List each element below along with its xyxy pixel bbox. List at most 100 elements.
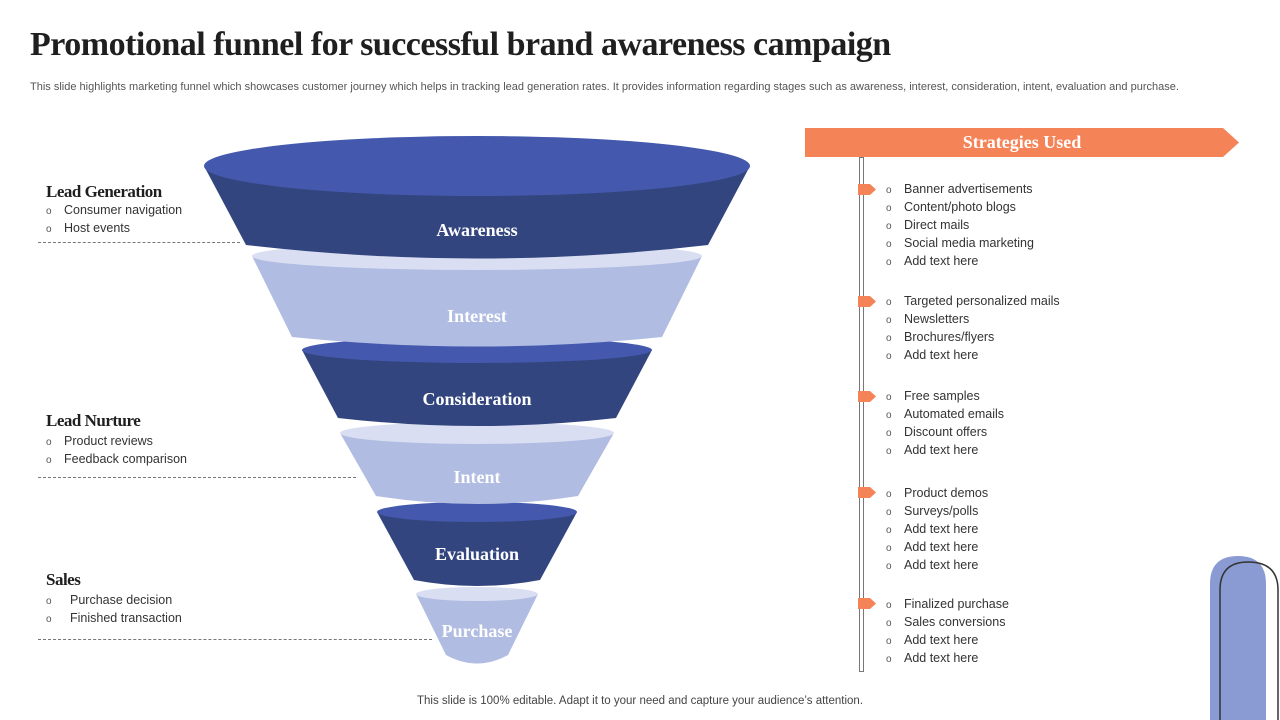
list-item-text: Add text here: [904, 443, 979, 457]
bullet-icon: o: [886, 561, 892, 572]
list-item-text: Free samples: [904, 389, 980, 403]
lead-nurture-heading: Lead Nurture: [46, 411, 141, 430]
arrow-marker-icon: [858, 391, 876, 402]
sales-heading: Sales: [46, 570, 81, 589]
list-item: o Add text here: [886, 442, 1004, 460]
bullet-icon: o: [886, 428, 892, 439]
list-item-text: Add text here: [904, 254, 979, 268]
funnel-stage-intent-top: [340, 422, 614, 444]
decorative-arch-shape: [1210, 556, 1279, 720]
funnel-stage-consideration[interactable]: [302, 350, 652, 426]
list-item-text: Feedback comparison: [64, 452, 187, 466]
bullet-icon: o: [886, 600, 892, 611]
list-item: o Targeted personalized mails: [886, 293, 1060, 311]
bullet-icon: o: [46, 614, 52, 625]
list-item-text: Product demos: [904, 486, 989, 500]
funnel-stage-intent[interactable]: [340, 433, 614, 504]
list-item-text: Add text here: [904, 348, 979, 362]
list-item: o Finished transaction: [46, 610, 182, 628]
funnel-label-consideration: Consideration: [422, 389, 531, 409]
list-item-text: Direct mails: [904, 218, 970, 232]
bullet-icon: o: [886, 446, 892, 457]
funnel-label-intent: Intent: [453, 467, 500, 487]
bullet-icon: o: [886, 333, 892, 344]
list-item-text: Purchase decision: [70, 593, 173, 607]
list-item-text: Automated emails: [904, 407, 1005, 421]
list-item-text: Add text here: [904, 633, 979, 647]
list-item-text: Add text here: [904, 540, 979, 554]
funnel-stage-purchase[interactable]: [416, 594, 538, 664]
list-item-text: Product reviews: [64, 434, 153, 448]
list-item: o Banner advertisements: [886, 181, 1034, 199]
list-item-text: Banner advertisements: [904, 182, 1033, 196]
list-item: o Add text here: [886, 253, 1034, 271]
bullet-icon: o: [886, 618, 892, 629]
lead-generation-heading: Lead Generation: [46, 182, 162, 201]
list-item: o Automated emails: [886, 406, 1004, 424]
page-subtitle: This slide highlights marketing funnel w…: [30, 81, 1179, 93]
list-item-text: Discount offers: [904, 425, 988, 439]
list-item: o Discount offers: [886, 424, 1004, 442]
funnel-stage-awareness-top: [204, 136, 750, 196]
list-item-text: Targeted personalized mails: [904, 294, 1060, 308]
bullet-icon: o: [886, 507, 892, 518]
lead-generation-divider: [38, 242, 240, 243]
bullet-icon: o: [886, 203, 892, 214]
funnel-stage-purchase-top: [416, 587, 538, 601]
funnel-label-evaluation: Evaluation: [435, 544, 519, 564]
list-item: o Host events: [46, 220, 182, 238]
bullet-icon: o: [46, 437, 52, 448]
bullet-icon: o: [886, 185, 892, 196]
bullet-icon: o: [886, 654, 892, 665]
list-item-text: Host events: [64, 221, 131, 235]
strategies-heading: Strategies Used: [962, 132, 1082, 152]
bullet-icon: o: [886, 410, 892, 421]
bullet-icon: o: [886, 239, 892, 250]
funnel-label-awareness: Awareness: [436, 220, 517, 240]
list-item: o Add text here: [886, 557, 988, 575]
list-item: o Finalized purchase: [886, 596, 1009, 614]
list-item: o Product reviews: [46, 433, 187, 451]
bullet-icon: o: [886, 257, 892, 268]
arrow-marker-icon: [858, 487, 876, 498]
bullet-icon: o: [886, 297, 892, 308]
list-item-text: Content/photo blogs: [904, 200, 1016, 214]
list-item-text: Surveys/polls: [904, 504, 979, 518]
bullet-icon: o: [886, 351, 892, 362]
list-item-text: Add text here: [904, 558, 979, 572]
list-item: o Surveys/polls: [886, 503, 988, 521]
bullet-icon: o: [886, 525, 892, 536]
funnel-stage-interest[interactable]: [252, 256, 702, 347]
list-item-text: Newsletters: [904, 312, 970, 326]
list-item-text: Finished transaction: [70, 611, 182, 625]
bullet-icon: o: [886, 315, 892, 326]
arrow-marker-icon: [858, 184, 876, 195]
list-item-text: Finalized purchase: [904, 597, 1009, 611]
lead-nurture-divider: [38, 477, 356, 478]
timeline-bar: [859, 157, 864, 672]
funnel-stage-evaluation[interactable]: [377, 512, 577, 586]
arrow-marker-icon: [858, 296, 876, 307]
bullet-icon: o: [46, 206, 52, 217]
bullet-icon: o: [46, 224, 52, 235]
list-item: o Add text here: [886, 347, 1060, 365]
